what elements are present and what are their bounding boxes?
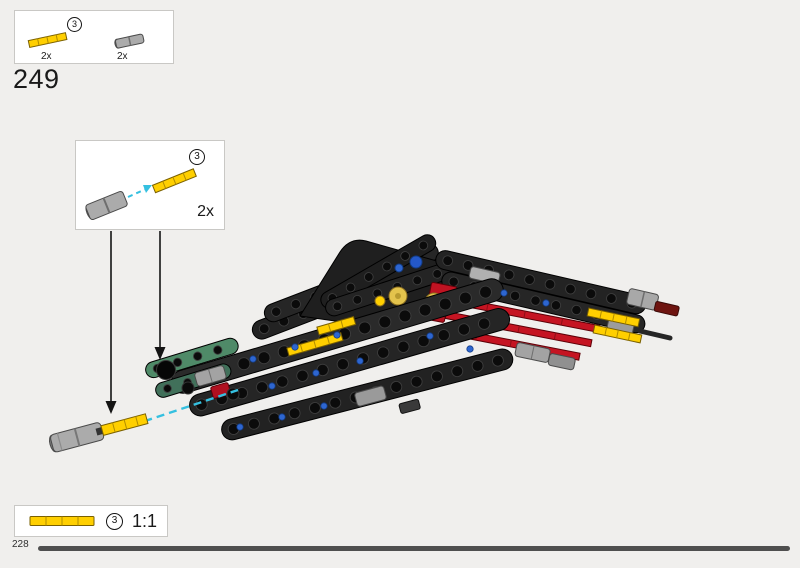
insert-arrow-icon (143, 185, 152, 193)
dark-red-axle-tip (653, 301, 680, 317)
gray-axle-connector-icon (85, 191, 128, 221)
blue-pins (236, 289, 550, 431)
scale-label: 1:1 (132, 510, 158, 531)
insertion-hole (156, 360, 176, 380)
part-number: 3 (194, 151, 200, 162)
subassembly-box: 3 2x (75, 140, 225, 230)
yellow-axles-right (586, 307, 643, 344)
part-quantity: 2x (41, 51, 52, 62)
arrow-down-icon (105, 401, 117, 414)
part-quantity: 2x (117, 51, 128, 62)
technic-beam (435, 250, 647, 315)
part-number-badge: 3 (67, 17, 82, 32)
page-number: 228 (12, 539, 29, 550)
dark-pin-icon (398, 398, 421, 414)
arrow-down-icon (154, 347, 166, 360)
step-number: 249 (13, 64, 60, 94)
gray-connector-icon (194, 365, 227, 387)
part-number-badge: 3 (189, 149, 205, 165)
yellow-axle-1to1-icon (29, 516, 95, 526)
yellow-axle-icon (151, 168, 197, 194)
yellow-axles-mid (286, 316, 357, 357)
part-number: 3 (111, 515, 118, 526)
gray-axle-connector-icon (114, 33, 145, 49)
yellow-axle-icon (27, 32, 68, 49)
technic-beam (320, 234, 437, 309)
subassembly-quantity: 2x (197, 203, 214, 220)
axle-hole (181, 381, 195, 395)
insertion-axle-part (48, 413, 149, 453)
dark-axle (637, 328, 673, 341)
subassembly-illustration (85, 168, 197, 221)
insert-guide-line (127, 188, 147, 198)
progress-bar (38, 546, 790, 551)
part-number: 3 (71, 19, 77, 29)
gray-connector-icon (514, 342, 551, 363)
callout-arrows (105, 231, 166, 414)
part-number-badge: 3 (106, 512, 123, 530)
parts-callout-box: 3 2x 2x (14, 10, 174, 64)
gray-connector-icon (354, 385, 387, 407)
gray-pin-icon (547, 353, 576, 371)
scale-box: 3 1:1 (14, 505, 168, 537)
